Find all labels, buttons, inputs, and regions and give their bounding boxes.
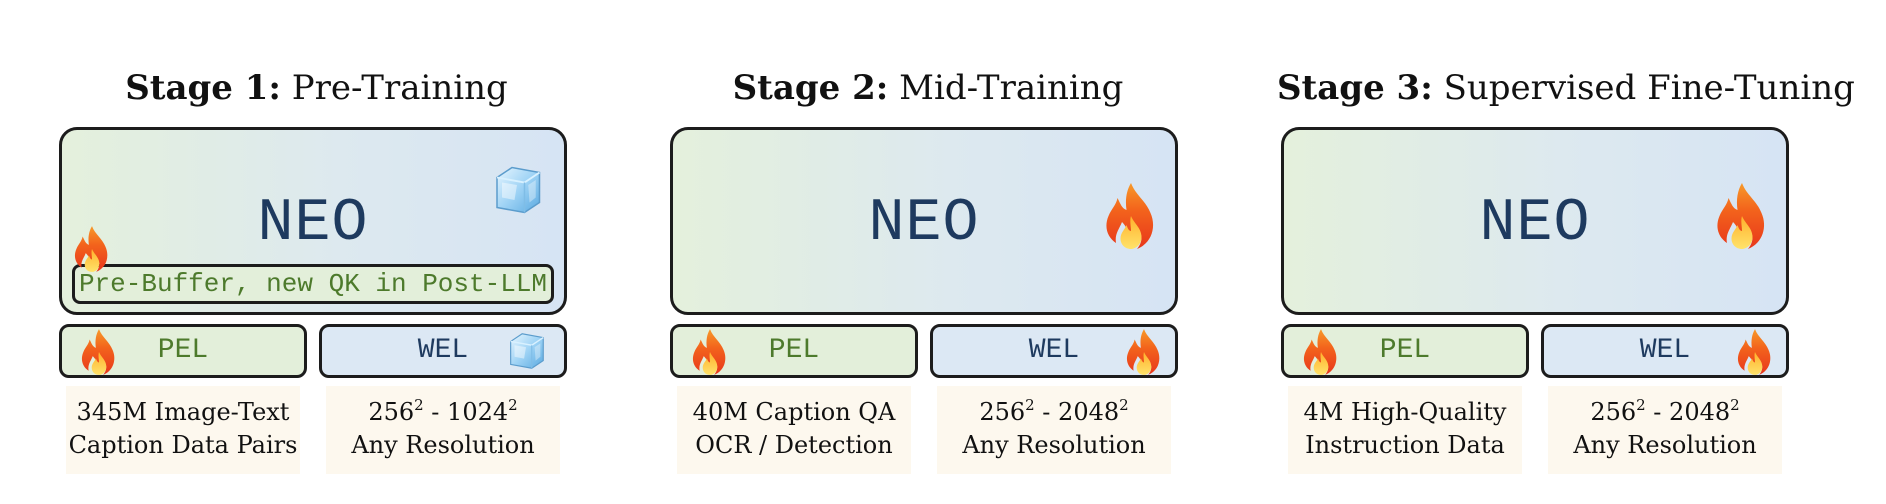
res-max-exponent: 2 — [1119, 396, 1129, 414]
res-separator: - — [1034, 398, 1059, 426]
res-min-exponent: 2 — [1636, 396, 1646, 414]
res-min-exponent: 2 — [414, 396, 424, 414]
stage-2: Stage 2: Mid-Training NEO PEL WEL 40M Ca… — [670, 0, 1190, 504]
wel-label: WEL — [417, 335, 469, 366]
pre-buffer-box: Pre-Buffer, new QK in Post-LLM — [72, 264, 554, 304]
neo-model-box: NEO Pre-Buffer, new QK in Post-LLM — [59, 127, 567, 315]
fire-icon — [1101, 180, 1161, 252]
data-description: 345M Image-Text Caption Data Pairs — [66, 386, 300, 474]
ice-cube-icon — [502, 328, 550, 374]
model-label: NEO — [1479, 190, 1591, 258]
data-line: OCR / Detection — [695, 431, 893, 459]
resolution-description: 2562 - 20482 Any Resolution — [937, 386, 1171, 474]
resolution-description: 2562 - 20482 Any Resolution — [1548, 386, 1782, 474]
resolution-range: 2562 - 10242 — [326, 396, 560, 429]
neo-model-box: NEO — [670, 127, 1178, 315]
stage-number: Stage 2: — [732, 68, 889, 108]
pel-label: PEL — [768, 335, 820, 366]
stage-number: Stage 1: — [125, 68, 281, 108]
res-max: 2048 — [1058, 398, 1120, 426]
model-label: NEO — [868, 190, 980, 258]
neo-model-box: NEO — [1281, 127, 1789, 315]
data-line: 345M Image-Text — [76, 398, 290, 426]
fire-icon — [78, 327, 120, 377]
ice-cube-icon — [487, 160, 547, 220]
data-line: 40M Caption QA — [692, 398, 896, 426]
stage-1: Stage 1: Pre-Training NEO Pre-Buffer, ne… — [59, 0, 579, 504]
resolution-note: Any Resolution — [1573, 431, 1757, 459]
resolution-description: 2562 - 10242 Any Resolution — [326, 386, 560, 474]
stage-name: Mid-Training — [899, 68, 1124, 108]
res-min-exponent: 2 — [1025, 396, 1035, 414]
res-separator: - — [1645, 398, 1670, 426]
fire-icon — [1734, 327, 1776, 377]
res-max: 1024 — [447, 398, 509, 426]
resolution-note: Any Resolution — [351, 431, 535, 459]
stage-3: Stage 3: Supervised Fine-Tuning NEO PEL … — [1277, 0, 1855, 504]
resolution-note: Any Resolution — [962, 431, 1146, 459]
resolution-range: 2562 - 20482 — [937, 396, 1171, 429]
res-separator: - — [423, 398, 448, 426]
res-max: 2048 — [1669, 398, 1731, 426]
data-line: 4M High-Quality — [1303, 398, 1507, 426]
fire-icon — [1300, 327, 1342, 377]
fire-icon — [689, 327, 731, 377]
res-min: 256 — [979, 398, 1026, 426]
data-description: 4M High-Quality Instruction Data — [1288, 386, 1522, 474]
resolution-range: 2562 - 20482 — [1548, 396, 1782, 429]
res-max-exponent: 2 — [1730, 396, 1740, 414]
stage-number: Stage 3: — [1277, 68, 1433, 108]
stage-name: Supervised Fine-Tuning — [1443, 68, 1855, 108]
fire-icon — [1123, 327, 1165, 377]
data-line: Instruction Data — [1305, 431, 1505, 459]
stage-title: Stage 3: Supervised Fine-Tuning — [1277, 68, 1855, 108]
stage-name: Pre-Training — [291, 68, 508, 108]
wel-label: WEL — [1028, 335, 1080, 366]
data-description: 40M Caption QA OCR / Detection — [677, 386, 911, 474]
res-min: 256 — [368, 398, 415, 426]
res-min: 256 — [1590, 398, 1637, 426]
stage-title: Stage 2: Mid-Training — [666, 68, 1190, 108]
fire-icon — [71, 224, 113, 274]
res-max-exponent: 2 — [508, 396, 518, 414]
fire-icon — [1712, 180, 1772, 252]
pel-label: PEL — [157, 335, 209, 366]
wel-label: WEL — [1639, 335, 1691, 366]
model-label: NEO — [257, 190, 369, 258]
data-line: Caption Data Pairs — [68, 431, 298, 459]
stage-title: Stage 1: Pre-Training — [54, 68, 579, 108]
pel-label: PEL — [1379, 335, 1431, 366]
